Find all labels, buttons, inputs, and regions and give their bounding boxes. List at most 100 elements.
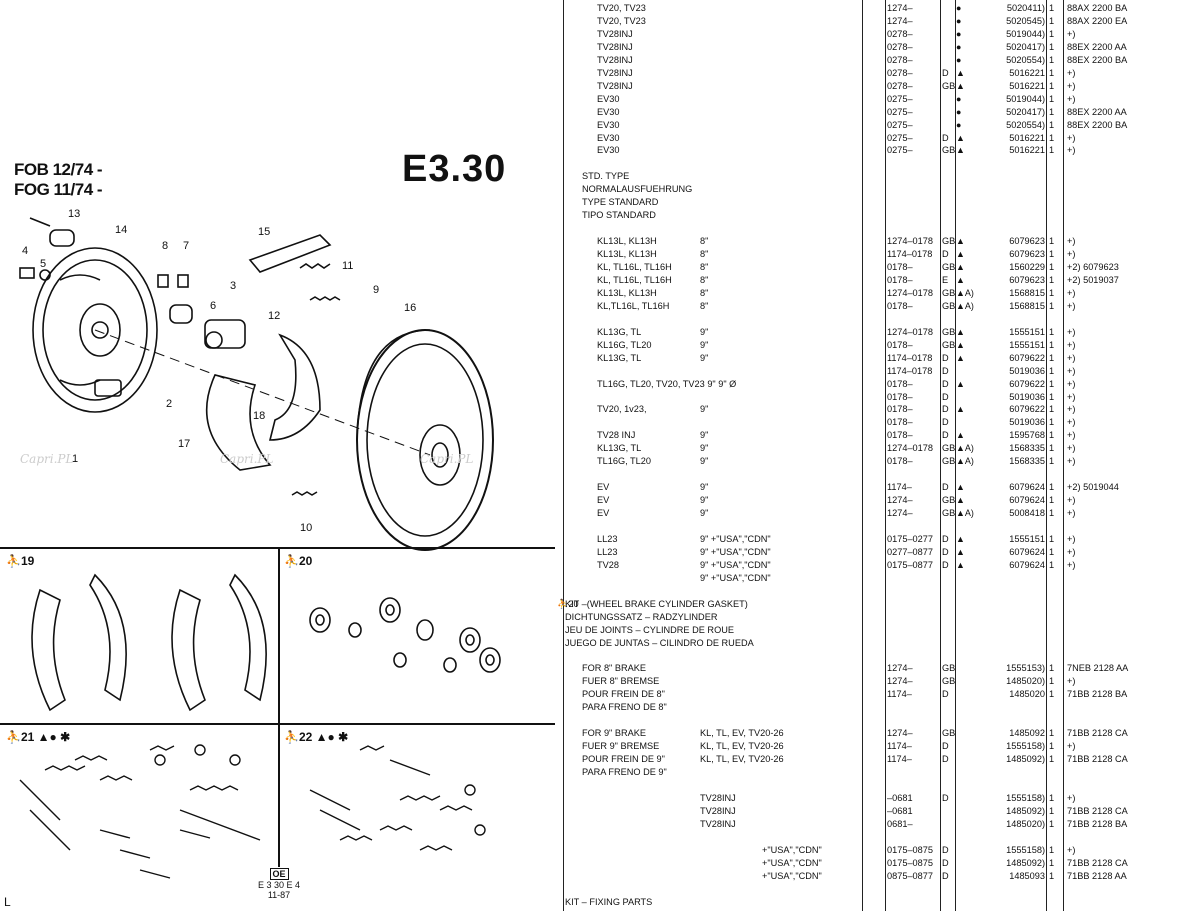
callout-7: 7 — [183, 240, 190, 252]
cell-desc2: KL13G, TL — [597, 443, 642, 454]
cell-date: 0178– — [887, 262, 913, 272]
cell-desc: EV30 — [597, 93, 620, 104]
cell-qty: 1 — [1049, 430, 1055, 441]
cell-mid: KL, TL, EV, TV20-26 — [700, 754, 784, 765]
cell-part: 1485020) — [1006, 676, 1045, 687]
cell-sym: ▲A) — [956, 456, 974, 467]
cell-part: 6079623 — [1009, 236, 1045, 247]
cell-note: +) — [1067, 352, 1076, 363]
cell-size: 8" — [700, 236, 709, 247]
cell-part: 5016221 — [1009, 132, 1045, 143]
cell-date: 1174– — [887, 754, 912, 765]
cell-note: +) — [1067, 676, 1076, 687]
cell-note: +) — [1067, 326, 1076, 337]
cell-qty: 1 — [1049, 262, 1055, 272]
cell-mkt: GB — [942, 728, 956, 739]
cell-sym: ▲ — [956, 80, 965, 91]
cell-mid: KL, TL, EV, TV20-26 — [700, 728, 784, 739]
cell-mkt: GB — [942, 456, 956, 467]
cell-part: 5019036 — [1009, 391, 1045, 402]
cell-head1: PARA FRENO DE 9" — [582, 767, 667, 778]
cell-date: 0277–0877 — [887, 546, 933, 557]
cell-qty: 1 — [1049, 857, 1055, 868]
cell-date: 0275– — [887, 132, 913, 143]
cell-note: 88AX 2200 BA — [1067, 3, 1128, 13]
cell-date: 0278– — [887, 28, 913, 39]
cell-qty: 1 — [1049, 676, 1055, 687]
cell-part: 5016221 — [1009, 67, 1045, 78]
cell-mkt: GB — [942, 663, 956, 674]
cell-size: 8" — [700, 262, 709, 272]
cell-head1: POUR FREIN DE 9" — [582, 754, 665, 765]
cell-desc2: EV — [597, 495, 610, 506]
cell-mkt: D — [942, 754, 949, 765]
corner-mark: L — [4, 895, 11, 909]
cell-mkt: D — [942, 689, 949, 700]
cell-mid2: TV28INJ — [700, 805, 736, 816]
cell-date: 1274– — [887, 728, 913, 739]
cell-date: 1174–0178 — [887, 352, 933, 363]
cell-sym: ▲ — [956, 352, 965, 363]
cell-sym: ▲ — [956, 339, 965, 350]
cell-mid: KL, TL, EV, TV20-26 — [700, 741, 784, 752]
cell-qty: 1 — [1049, 754, 1055, 765]
cell-qty: 1 — [1049, 508, 1055, 519]
cell-qty: 1 — [1049, 870, 1055, 881]
cell-date: 1174– — [887, 689, 912, 700]
cell-desc: TV28INJ — [597, 67, 633, 78]
cell-part: 1485092 — [1009, 728, 1045, 739]
cell-desc2: LL23 — [597, 533, 618, 544]
table-spacer — [555, 158, 1195, 171]
cell-desc2: KL13L, KL13H — [597, 287, 657, 298]
table-row: STD. TYPE — [555, 171, 1195, 184]
cell-note: +) — [1067, 365, 1076, 376]
cell-sym: ▲ — [956, 378, 965, 389]
cell-mid2: TV28INJ — [700, 792, 736, 803]
cell-size: 8" — [700, 274, 709, 285]
cell-note: +) — [1067, 287, 1076, 298]
cell-desc2: TL16G, TL20, TV20, TV23 9" 9" Ø — [597, 378, 737, 389]
cell-note: +) — [1067, 249, 1076, 260]
cell-qty: 1 — [1049, 805, 1055, 816]
cell-note: +2) 5019037 — [1067, 274, 1119, 285]
cell-mkt: GB — [942, 300, 956, 311]
cell-note: +2) 5019044 — [1067, 482, 1119, 493]
cell-date: 0278– — [887, 67, 913, 78]
cell-desc2: TV20, 1v23, — [597, 404, 647, 415]
backplate-shape — [32, 247, 158, 413]
cell-part: 6079622 — [1009, 352, 1045, 363]
cell-head1: FOR 8" BRAKE — [582, 663, 647, 674]
cell-qty: 1 — [1049, 456, 1055, 467]
cell-mkt: D — [942, 870, 949, 881]
cell-desc2: KL16G, TL20 — [597, 339, 652, 350]
cell-desc2: LL23 — [597, 546, 618, 557]
cell-qty: 1 — [1049, 365, 1055, 376]
cell-mid3: +"USA","CDN" — [762, 844, 822, 855]
page-code: E3.30 — [402, 148, 507, 190]
cell-note: +) — [1067, 339, 1076, 350]
cell-qty: 1 — [1049, 546, 1055, 557]
cell-part: 1555158) — [1006, 792, 1045, 803]
col-divider-sym — [955, 0, 956, 911]
cell-date: 1274– — [887, 15, 913, 26]
cell-size: 9" — [700, 404, 709, 415]
cell-note: +) — [1067, 80, 1076, 91]
cell-part: 1485092) — [1006, 805, 1045, 816]
cell-size: 8" — [700, 287, 709, 298]
cell-part: 1568335 — [1009, 443, 1045, 454]
cell-date: 0275– — [887, 93, 913, 104]
cell-desc2: EV — [597, 482, 610, 493]
cell-qty: 1 — [1049, 106, 1055, 117]
cell-part: 5020417) — [1006, 41, 1045, 52]
